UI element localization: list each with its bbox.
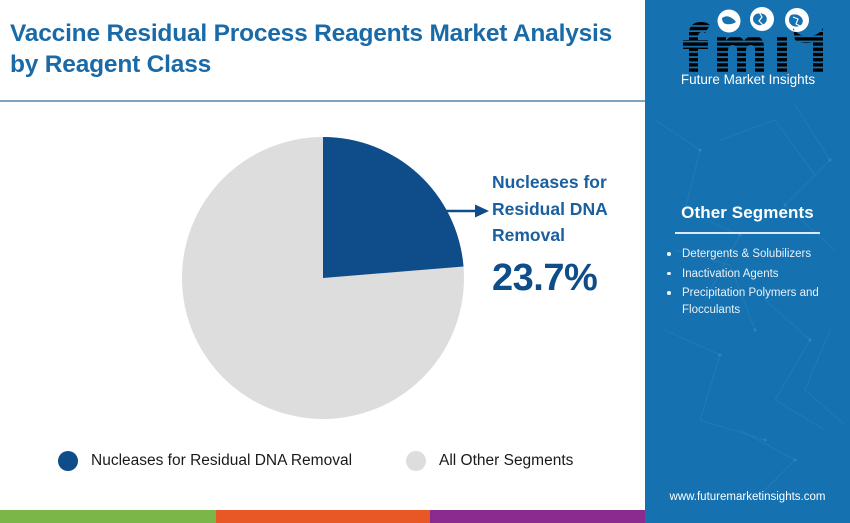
panel-background-texture bbox=[654, 104, 846, 501]
bar-segment-purple bbox=[430, 510, 645, 523]
website-url[interactable]: www.futuremarketinsights.com bbox=[669, 491, 826, 503]
annotation-value: 23.7% bbox=[492, 256, 598, 299]
list-item: Precipitation Polymers and Flocculants bbox=[660, 285, 850, 318]
pie-chart bbox=[182, 137, 464, 419]
list-item: Detergents & Solubilizers bbox=[660, 246, 850, 263]
list-item: Inactivation Agents bbox=[660, 266, 850, 283]
bar-segment-blue bbox=[645, 510, 850, 523]
chart-legend: Nucleases for Residual DNA Removal All O… bbox=[58, 448, 618, 478]
bullet-icon bbox=[667, 291, 671, 295]
main-content-area: Vaccine Residual Process Reagents Market… bbox=[0, 20, 645, 478]
panel-heading: Other Segments bbox=[681, 203, 814, 222]
bar-segment-orange bbox=[216, 510, 430, 523]
other-segments-list: Detergents & Solubilizers Inactivation A… bbox=[660, 246, 850, 321]
bullet-icon bbox=[667, 252, 671, 256]
list-item-label: Precipitation Polymers and Flocculants bbox=[682, 287, 819, 316]
page-title: Vaccine Residual Process Reagents Market… bbox=[10, 20, 613, 78]
legend-item-label: Nucleases for Residual DNA Removal bbox=[91, 452, 353, 469]
bullet-icon bbox=[667, 271, 671, 275]
panel-heading-rule bbox=[675, 232, 820, 234]
callout-arrow-icon bbox=[437, 204, 489, 218]
list-item-label: Inactivation Agents bbox=[682, 267, 779, 280]
side-panel: Future Market Insights Other Segments De… bbox=[645, 0, 850, 523]
legend-item: Nucleases for Residual DNA Removal bbox=[58, 448, 352, 474]
bottom-color-bar bbox=[0, 510, 850, 523]
callout-annotation: Nucleases for Residual DNA Removal 23.7% bbox=[492, 169, 642, 299]
annotation-label: Nucleases for Residual DNA Removal bbox=[492, 172, 608, 245]
list-item-label: Detergents & Solubilizers bbox=[682, 248, 812, 260]
pie-chart-svg bbox=[182, 137, 464, 419]
title-divider bbox=[0, 100, 645, 102]
bar-segment-green bbox=[0, 510, 216, 523]
fmi-logo: Future Market Insights bbox=[681, 7, 823, 87]
legend-item: All Other Segments bbox=[406, 448, 573, 474]
legend-swatch-icon bbox=[58, 451, 78, 471]
logo-wordmark bbox=[683, 22, 823, 72]
logo-globe-icons bbox=[717, 7, 809, 33]
pie-slice-nucleases-for-residual-dna-removal bbox=[323, 137, 464, 278]
logo-tagline: Future Market Insights bbox=[681, 72, 816, 87]
legend-swatch-icon bbox=[406, 451, 426, 471]
legend-item-label: All Other Segments bbox=[439, 452, 574, 469]
